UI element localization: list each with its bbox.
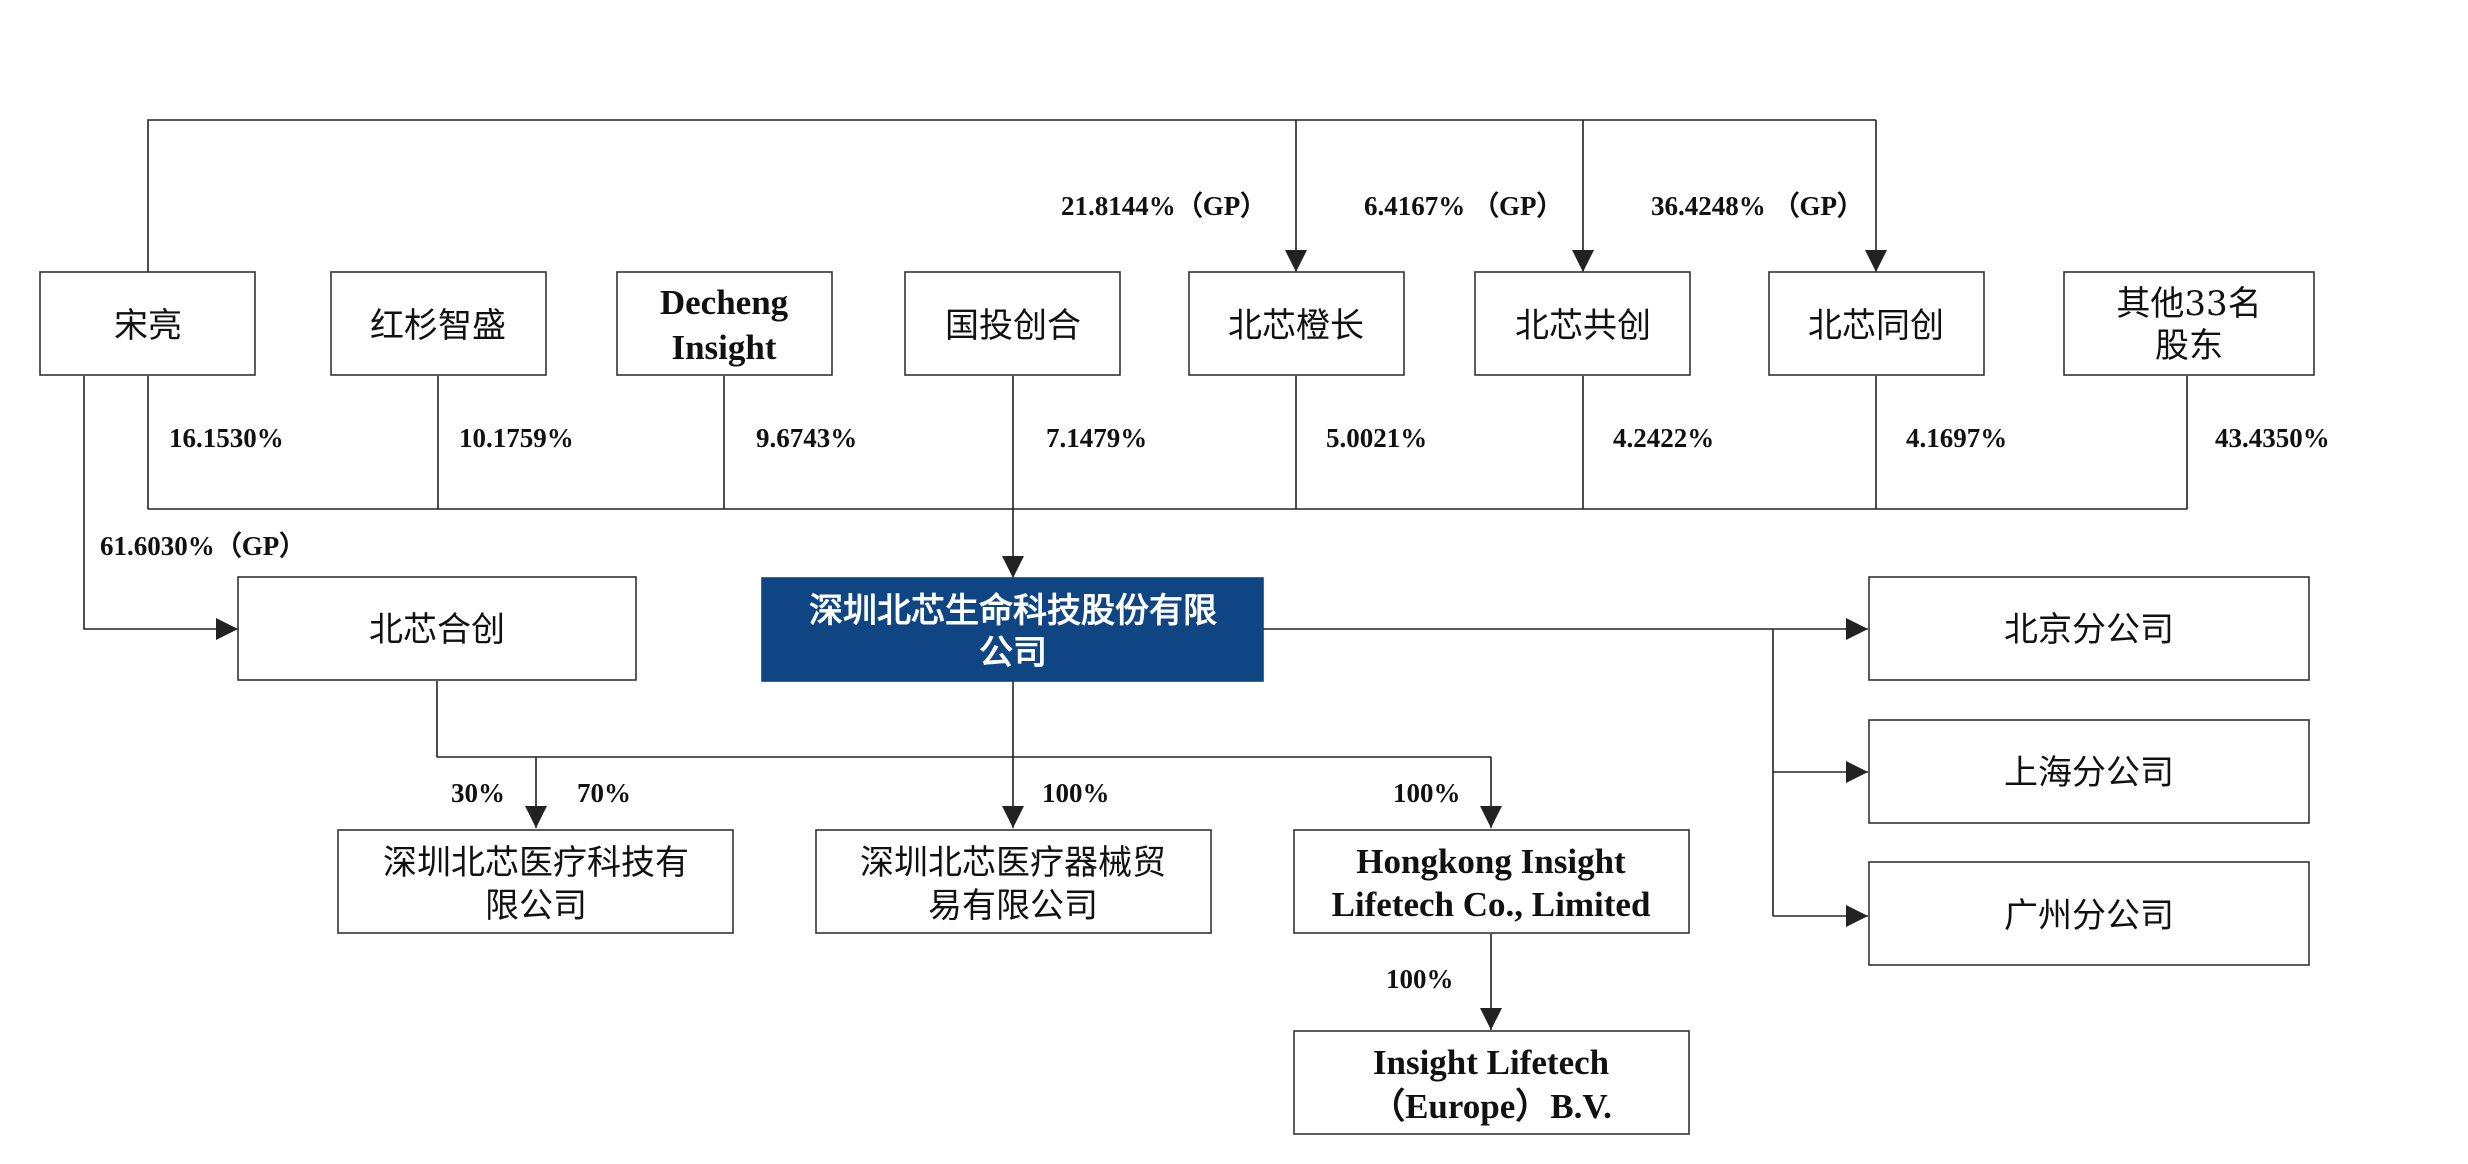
label-decheng-line2: Insight	[671, 328, 776, 367]
box-guangzhou	[1868, 861, 2310, 966]
label-hk-line2: Lifetech Co., Limited	[1332, 885, 1651, 924]
label-hk-line1: Hongkong Insight	[1356, 842, 1626, 881]
box-chengzhang	[1188, 271, 1405, 376]
box-beijing	[1868, 576, 2310, 681]
subsidiary-hk: Hongkong Insight Lifetech Co., Limited	[1293, 829, 1690, 934]
label-decheng-line1: Decheng	[660, 283, 789, 322]
pct-gp-chengzhang: 21.8144%（GP）	[1061, 191, 1267, 221]
label-med-trade-line1: 深圳北芯医疗器械贸	[860, 843, 1166, 883]
label-guangzhou: 广州分公司	[2004, 896, 2174, 936]
label-hongshan: 红杉智盛	[370, 306, 506, 346]
shareholder-chengzhang: 北芯橙长	[1188, 271, 1405, 376]
label-others-line1: 其他33名	[2116, 284, 2261, 324]
box-song-liang	[39, 271, 256, 376]
shareholder-others: 其他33名 股东	[2063, 271, 2315, 376]
pct-med-tech-left: 30%	[451, 778, 505, 808]
branch-beijing: 北京分公司	[1868, 576, 2310, 681]
box-europe	[1293, 1030, 1690, 1135]
percentage-labels: 21.8144%（GP） 6.4167% （GP） 36.4248% （GP） …	[100, 191, 2330, 994]
label-hechuang: 北芯合创	[369, 610, 505, 650]
box-gongchuang	[1474, 271, 1691, 376]
label-others-line2: 股东	[2155, 326, 2223, 366]
shareholder-decheng: Decheng Insight	[616, 271, 833, 376]
box-tongchuang	[1768, 271, 1985, 376]
label-company-line1: 深圳北芯生命科技股份有限	[809, 591, 1217, 631]
entity-company: 深圳北芯生命科技股份有限 公司	[761, 577, 1264, 682]
box-company	[761, 577, 1264, 682]
label-med-tech-line2: 限公司	[485, 886, 587, 926]
box-shanghai	[1868, 719, 2310, 824]
subsidiary-europe: Insight Lifetech （Europe）B.V.	[1293, 1030, 1690, 1135]
gp-line-song-liang	[147, 119, 1876, 274]
label-song-liang: 宋亮	[114, 306, 182, 346]
pct-gongchuang: 4.2422%	[1613, 423, 1714, 453]
connector-lines	[83, 119, 2188, 1030]
pct-gp-gongchuang: 6.4167% （GP）	[1364, 191, 1564, 221]
pct-gp-tongchuang: 36.4248% （GP）	[1651, 191, 1864, 221]
box-hongshan	[330, 271, 547, 376]
subsidiary-med-tech: 深圳北芯医疗科技有 限公司	[337, 829, 734, 934]
label-med-trade-line2: 易有限公司	[928, 886, 1098, 926]
label-chengzhang: 北芯橙长	[1228, 306, 1364, 346]
label-beijing: 北京分公司	[2004, 610, 2174, 650]
pct-guotou: 7.1479%	[1046, 423, 1147, 453]
label-med-tech-line1: 深圳北芯医疗科技有	[383, 843, 689, 883]
box-hechuang	[237, 576, 637, 681]
label-guotou: 国投创合	[945, 306, 1081, 346]
gp-arrow-hechuang	[83, 376, 238, 640]
pct-tongchuang: 4.1697%	[1906, 423, 2007, 453]
pct-gp-hechuang: 61.6030%（GP）	[100, 531, 306, 561]
branch-guangzhou: 广州分公司	[1868, 861, 2310, 966]
box-med-trade	[815, 829, 1212, 934]
label-shanghai: 上海分公司	[2004, 753, 2174, 793]
pct-chengzhang: 5.0021%	[1326, 423, 1427, 453]
label-europe-line2: （Europe）B.V.	[1370, 1087, 1612, 1126]
label-gongchuang: 北芯共创	[1515, 306, 1651, 346]
pct-song-liang: 16.1530%	[169, 423, 284, 453]
pct-med-trade: 100%	[1042, 778, 1110, 808]
box-med-tech	[337, 829, 734, 934]
box-decheng	[616, 271, 833, 376]
pct-hk: 100%	[1393, 778, 1461, 808]
pct-med-tech-right: 70%	[577, 778, 631, 808]
entity-hechuang: 北芯合创	[237, 576, 637, 681]
label-tongchuang: 北芯同创	[1808, 306, 1944, 346]
pct-europe: 100%	[1386, 964, 1454, 994]
shareholder-guotou: 国投创合	[904, 271, 1121, 376]
box-guotou	[904, 271, 1121, 376]
shareholder-gongchuang: 北芯共创	[1474, 271, 1691, 376]
branch-shanghai: 上海分公司	[1868, 719, 2310, 824]
pct-others: 43.4350%	[2215, 423, 2330, 453]
shareholder-hongshan: 红杉智盛	[330, 271, 547, 376]
label-company-line2: 公司	[979, 633, 1047, 673]
pct-hongshan: 10.1759%	[459, 423, 574, 453]
label-europe-line1: Insight Lifetech	[1373, 1043, 1609, 1082]
shareholder-tongchuang: 北芯同创	[1768, 271, 1985, 376]
subsidiary-med-trade: 深圳北芯医疗器械贸 易有限公司	[815, 829, 1212, 934]
pct-decheng: 9.6743%	[756, 423, 857, 453]
shareholder-song-liang: 宋亮	[39, 271, 256, 376]
box-hk	[1293, 829, 1690, 934]
box-others	[2063, 271, 2315, 376]
